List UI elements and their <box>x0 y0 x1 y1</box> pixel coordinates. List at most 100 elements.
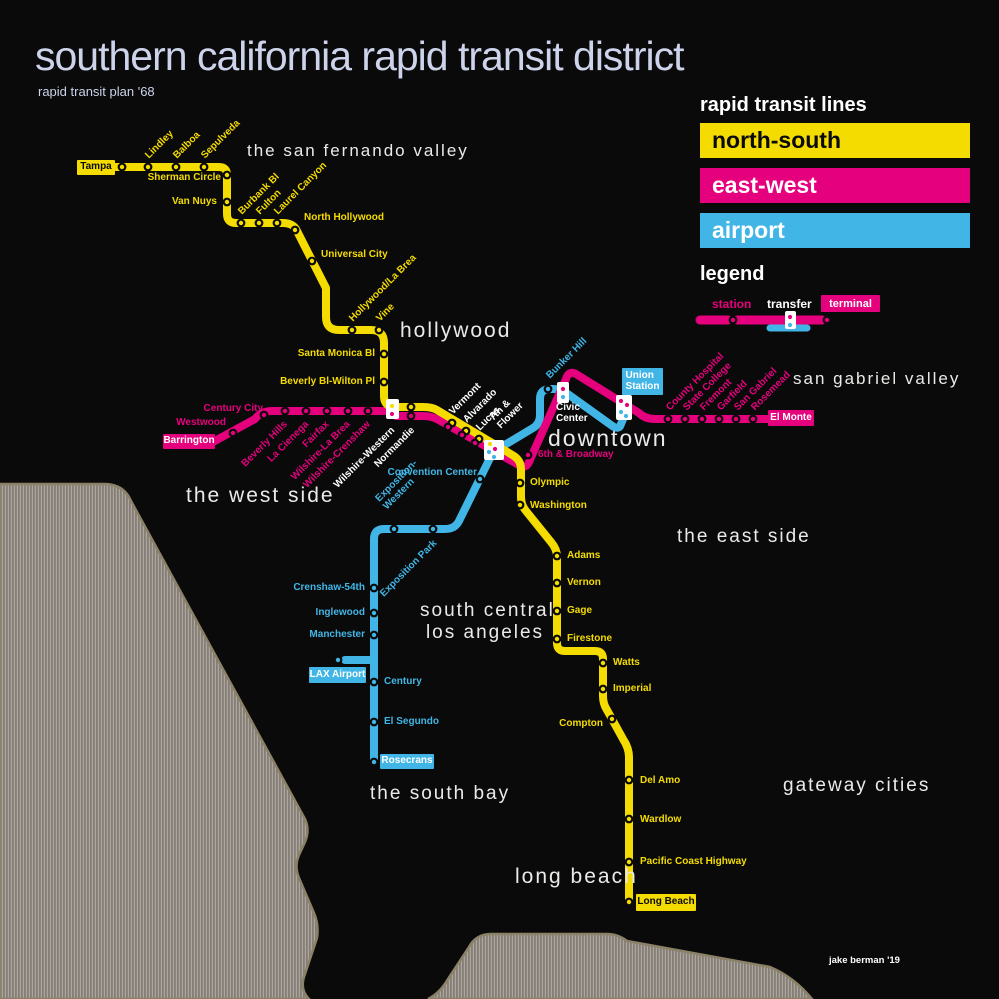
station-dot <box>408 404 414 410</box>
station-label: Wardlow <box>640 814 682 825</box>
terminal-el-monte: El Monte <box>768 410 814 426</box>
transfer-civic-center <box>557 382 569 403</box>
station-dot <box>626 899 632 905</box>
ocean-left <box>0 482 319 999</box>
station-dot <box>119 164 125 170</box>
terminal-barrington: Barrington <box>163 434 215 449</box>
region-label: long beach <box>515 865 638 888</box>
station-dot <box>256 220 262 226</box>
region-label: the south bay <box>370 783 511 804</box>
legend-heading: rapid transit lines <box>700 94 867 116</box>
station-dot <box>626 859 632 865</box>
station-dot <box>335 657 341 663</box>
station-dot <box>623 413 629 419</box>
station-label: Compton <box>559 718 603 729</box>
station-label: Century City <box>203 403 263 414</box>
station-dot <box>472 440 478 446</box>
station-dot <box>173 164 179 170</box>
station-dot <box>371 759 377 765</box>
region-label: gateway cities <box>783 775 931 796</box>
station-dot <box>349 327 355 333</box>
station-label: Firestone <box>567 633 613 644</box>
terminal-tampa: Tampa <box>77 160 115 175</box>
station-dot <box>517 502 523 508</box>
station-dot <box>554 553 560 559</box>
credit: jake berman '19 <box>829 955 900 966</box>
station-dot <box>345 408 351 414</box>
station-dot <box>554 608 560 614</box>
ocean-bottom <box>427 932 814 999</box>
station-dot <box>282 408 288 414</box>
station-dot <box>560 386 566 392</box>
station-label: 6th & Broadway <box>538 449 614 460</box>
station-dot <box>430 526 436 532</box>
region-label: downtown <box>548 425 668 451</box>
legend-symbols-heading: legend <box>700 263 765 285</box>
station-dot <box>408 413 414 419</box>
station-dot <box>626 777 632 783</box>
station-dot <box>545 386 551 392</box>
legend-line-airport: airport <box>700 213 970 248</box>
station-dot <box>391 526 397 532</box>
station-label: Santa Monica Bl <box>297 348 375 359</box>
station-dot <box>389 411 395 417</box>
station-label: Beverly Bl-Wilton Pl <box>280 376 375 387</box>
station-label: Pacific Coast Highway <box>640 856 747 867</box>
station-dot <box>560 394 566 400</box>
station-dot <box>309 258 315 264</box>
station-dot <box>787 314 793 320</box>
station-label: Century <box>384 676 422 687</box>
terminal-long-beach: Long Beach <box>636 894 696 911</box>
station-dot <box>389 403 395 409</box>
station-dot <box>145 164 151 170</box>
station-dot <box>787 322 793 328</box>
station-label: Van Nuys <box>171 196 217 207</box>
station-label: Manchester <box>309 629 365 640</box>
station-dot <box>624 402 630 408</box>
station-dot <box>381 351 387 357</box>
region-label: san gabriel valley <box>793 369 961 388</box>
station-dot <box>376 327 382 333</box>
station-label: North Hollywood <box>304 212 384 223</box>
station-dot <box>554 636 560 642</box>
station-dot <box>371 632 377 638</box>
station-label: Convention Center <box>387 467 477 478</box>
station-dot <box>665 416 671 422</box>
station-dot <box>371 679 377 685</box>
station-label: Washington <box>530 500 587 511</box>
legend-station-label: station <box>712 297 752 311</box>
station-dot <box>554 580 560 586</box>
station-dot <box>292 227 298 233</box>
station-dot <box>324 408 330 414</box>
station-label: Sherman Circle <box>147 172 221 183</box>
legend-terminal-label: terminal <box>821 295 880 312</box>
station-label: El Segundo <box>384 716 439 727</box>
legend-line-east-west: east-west <box>700 168 970 203</box>
station-dot <box>371 719 377 725</box>
station-dot <box>716 416 722 422</box>
station-dot <box>492 446 498 452</box>
station-dot <box>381 379 387 385</box>
station-dot <box>238 220 244 226</box>
region-label: hollywood <box>400 319 512 342</box>
station-dot <box>445 424 451 430</box>
station-dot <box>618 398 624 404</box>
station-dot <box>224 172 230 178</box>
station-dot <box>491 454 497 460</box>
station-dot <box>600 660 606 666</box>
station-dot <box>730 317 736 323</box>
station-dot <box>626 816 632 822</box>
station-label: Olympic <box>530 477 570 488</box>
station-dot <box>274 220 280 226</box>
station-dot <box>487 441 493 447</box>
poster-title: southern california rapid transit distri… <box>35 33 684 79</box>
station-dot <box>517 480 523 486</box>
station-dot <box>609 716 615 722</box>
station-label: Adams <box>567 550 601 561</box>
station-label: Gage <box>567 605 593 616</box>
station-dot <box>600 686 606 692</box>
station-dot <box>371 585 377 591</box>
